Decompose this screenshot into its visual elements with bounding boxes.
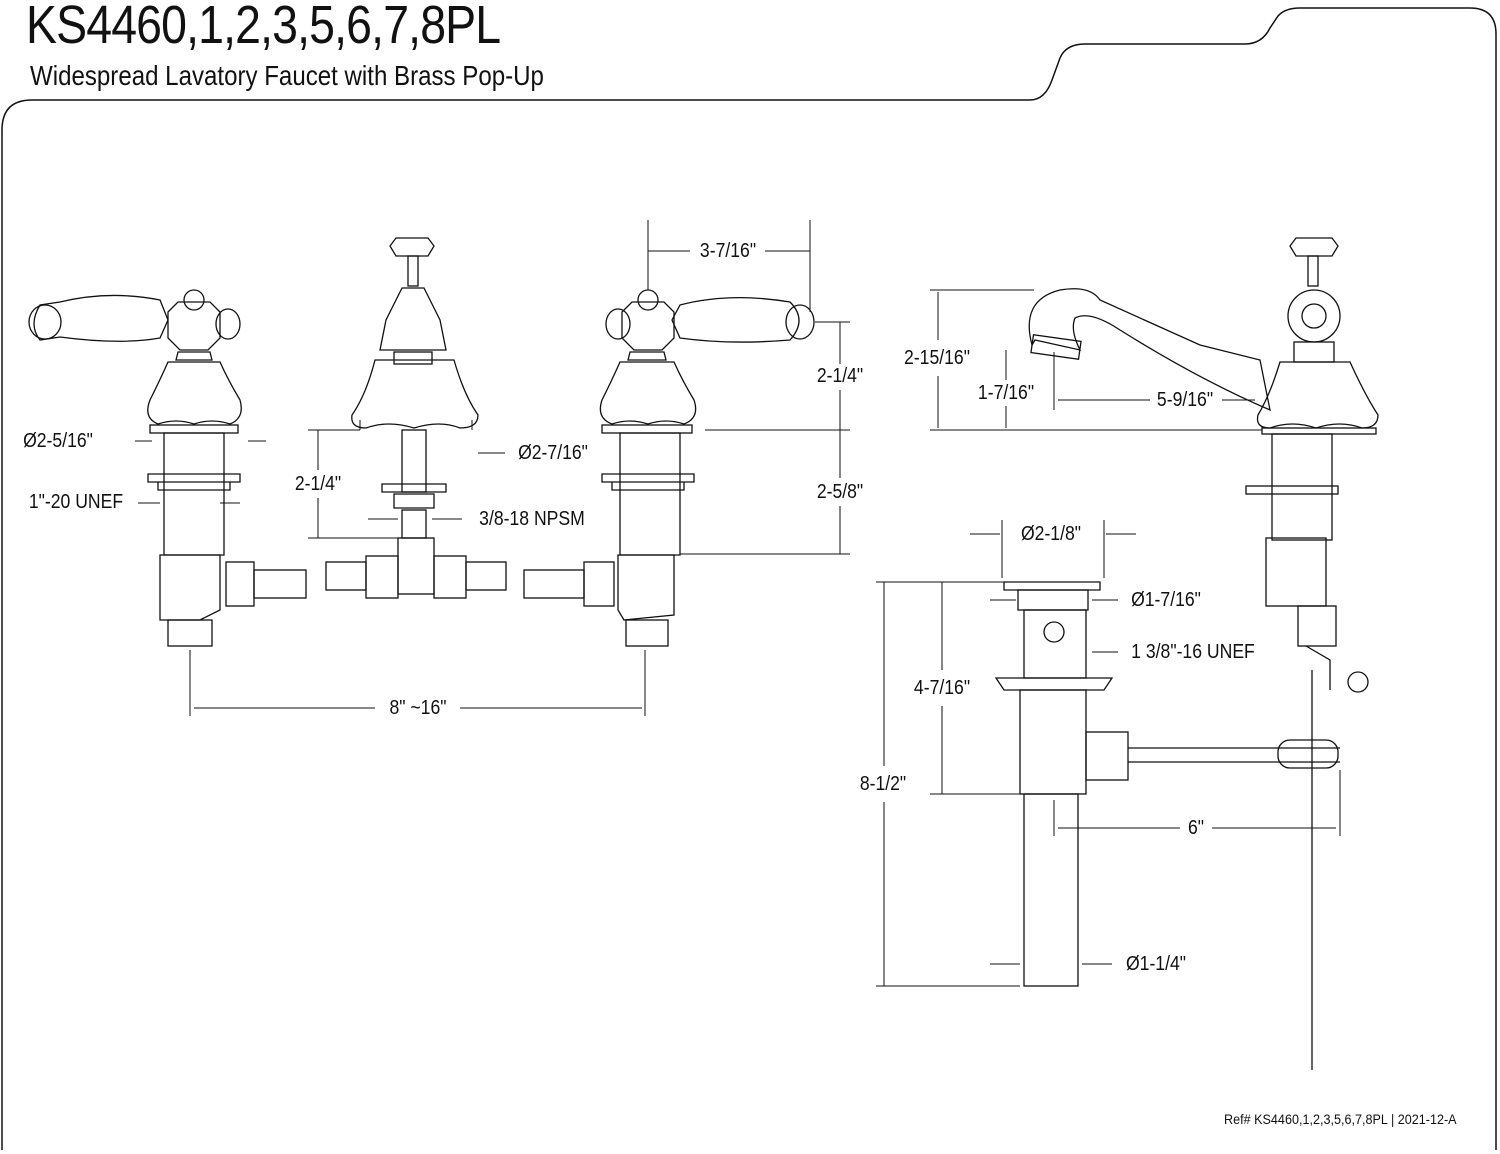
dim-drain-total-length: 8-1/2" [858,773,908,795]
dim-tailpiece-dia: Ø1-1/4" [1124,953,1188,975]
dim-spout-thread: 3/8-18 NPSM [477,508,587,530]
dim-spout-base-dia: Ø2-7/16" [516,442,590,464]
pop-up-drain [994,581,1340,987]
right-handle-valve [523,289,815,647]
dim-drain-body-dia: Ø1-7/16" [1129,589,1203,611]
left-handle-valve [28,289,307,647]
page-title: KS4460,1,2,3,5,6,7,8PL [26,0,501,55]
dim-handle-depth: 3-7/16" [698,240,758,262]
dim-handle-base-dia: Ø2-5/16" [21,430,95,452]
dim-handle-thread: 1"-20 UNEF [27,491,125,513]
dim-drain-upper-length: 4-7/16" [912,677,972,699]
dim-spout-reach: 5-9/16" [1155,389,1215,411]
reference-number: Ref# KS4460,1,2,3,5,6,7,8PL | 2021-12-A [1224,1111,1457,1127]
dim-shank-length: 2-5/8" [815,481,865,503]
dim-lift-rod-distance: 6" [1186,817,1206,839]
drawing-frame [1,7,1497,1150]
dim-spout-shank-length: 2-1/4" [293,473,343,495]
side-view-faucet [1028,237,1379,1070]
dim-aerator-height: 1-7/16" [976,382,1036,404]
dim-spout-height: 2-15/16" [902,347,972,369]
dim-drain-thread: 1 3/8"-16 UNEF [1129,641,1257,663]
page-subtitle: Widespread Lavatory Faucet with Brass Po… [30,60,544,91]
dim-spread: 8" ~16" [387,697,449,719]
center-spout [325,237,507,599]
dimension-lines [135,220,1341,987]
dim-handle-height: 2-1/4" [815,365,865,387]
dim-drain-flange-dia: Ø2-1/8" [1019,523,1083,545]
